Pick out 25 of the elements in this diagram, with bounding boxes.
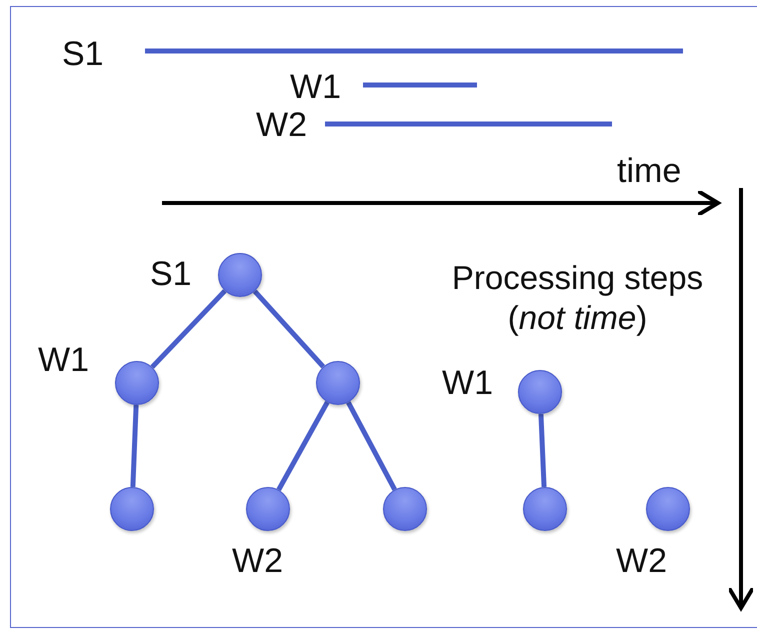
node-label: S1 xyxy=(150,256,192,294)
connector-line xyxy=(538,414,547,488)
axis-label: Processing steps (not time) xyxy=(450,258,704,338)
axis-label: time xyxy=(617,153,682,190)
tree-node-circle xyxy=(646,487,690,531)
connector-line xyxy=(346,401,397,491)
node-label: W2 xyxy=(616,543,667,580)
row-label: W2 xyxy=(256,107,307,144)
row-label: S1 xyxy=(62,36,104,74)
tree-node-circle xyxy=(246,487,290,531)
tree-node-circle xyxy=(523,487,567,531)
node-label: W2 xyxy=(232,543,283,580)
tree-node-circle xyxy=(316,361,360,405)
connector-line xyxy=(252,290,326,368)
tree-node-circle xyxy=(115,361,159,405)
tree-node-circle xyxy=(218,253,262,297)
node-label: W1 xyxy=(442,365,493,402)
connector-line xyxy=(130,404,139,488)
connector-line xyxy=(150,289,227,369)
tree-node-circle xyxy=(383,487,427,531)
connector-line xyxy=(276,401,330,491)
node-label: W1 xyxy=(38,342,89,380)
row-label: W1 xyxy=(290,69,341,106)
tree-node-circle xyxy=(518,370,562,414)
tree-node-circle xyxy=(110,487,154,531)
